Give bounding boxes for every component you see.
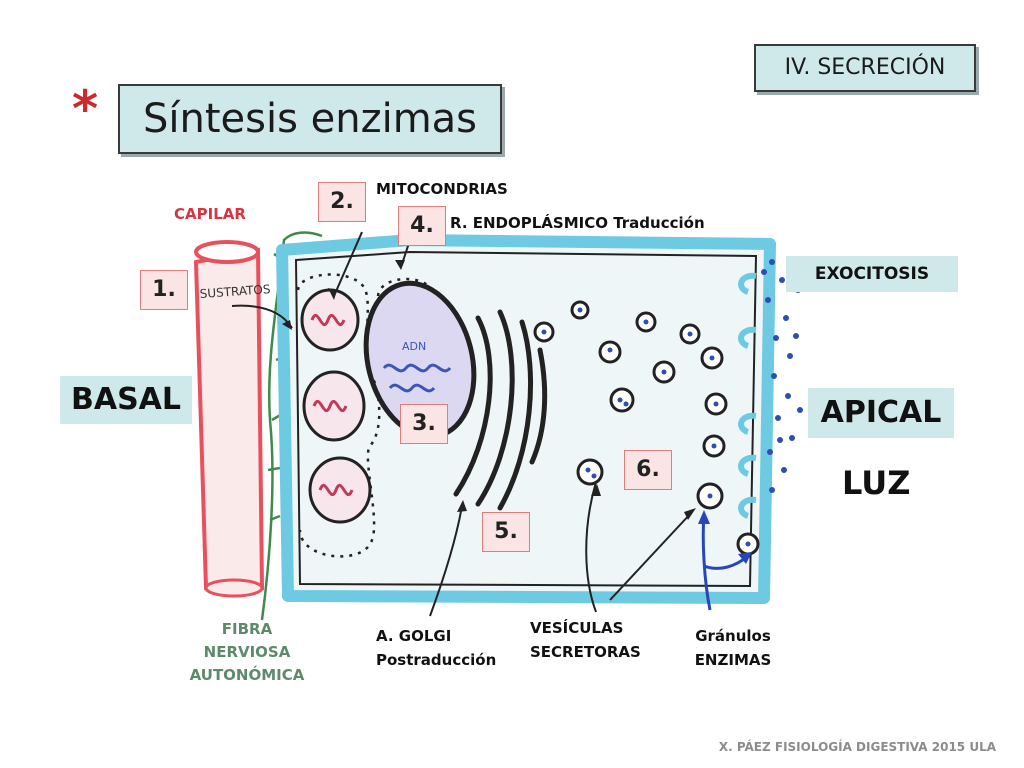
luz-label: LUZ [842,464,911,502]
sustratos-label: SUSTRATOS [199,282,271,301]
exocytosis-pits [738,272,757,519]
basal-label: BASAL [60,376,192,424]
golgi-label: A. GOLGI Postraducción [376,624,496,672]
reticulo-label: R. ENDOPLÁSMICO Traducción [450,214,705,232]
star-icon: * [72,80,99,138]
capilar-label: CAPILAR [174,205,246,223]
fibra-line-3: AUTONÓMICA [189,666,305,684]
step-6-marker: 6. [624,450,672,490]
granulos-label: Gránulos ENZIMAS [678,624,788,672]
golgi-line-1: A. GOLGI [376,627,452,645]
fibra-line-1: FIBRA [221,620,273,638]
pointer-arrows [231,231,693,617]
golgi-apparatus [453,309,548,511]
section-label: IV. SECRECIÓN [754,44,976,92]
granulos-line-1: Gránulos [695,627,771,645]
capillary-tube [193,240,265,598]
mitocondrias-label: MITOCONDRIAS [376,180,508,198]
mitochondria-cristae [310,313,354,497]
apical-label: APICAL [808,388,954,438]
step-4-marker: 4. [398,206,446,246]
arrowheads [282,260,696,520]
fibra-line-2: NERVIOSA [203,643,291,661]
page-title: Síntesis enzimas [118,84,502,154]
footer-credit: X. PÁEZ FISIOLOGÍA DIGESTIVA 2015 ULA [718,740,996,754]
step-5-marker: 5. [482,512,530,552]
mitochondria [300,288,372,524]
vesiculas-line-1: VESÍCULAS [530,619,624,637]
vesicle-contents [541,307,751,547]
adn-label: ADN [402,340,426,353]
vesiculas-line-2: SECRETORAS [530,643,641,661]
fibra-nerviosa-label: FIBRA NERVIOSA AUTONÓMICA [172,618,322,687]
nucleus: ADN [363,280,477,440]
step-1-marker: 1. [140,270,188,310]
granulos-line-2: ENZIMAS [694,651,772,669]
vesiculas-label: VESÍCULAS SECRETORAS [530,616,641,664]
exocitosis-label: EXOCITOSIS [786,256,958,292]
step-3-marker: 3. [400,404,448,444]
golgi-line-2: Postraducción [376,651,497,669]
step-2-marker: 2. [318,182,366,222]
